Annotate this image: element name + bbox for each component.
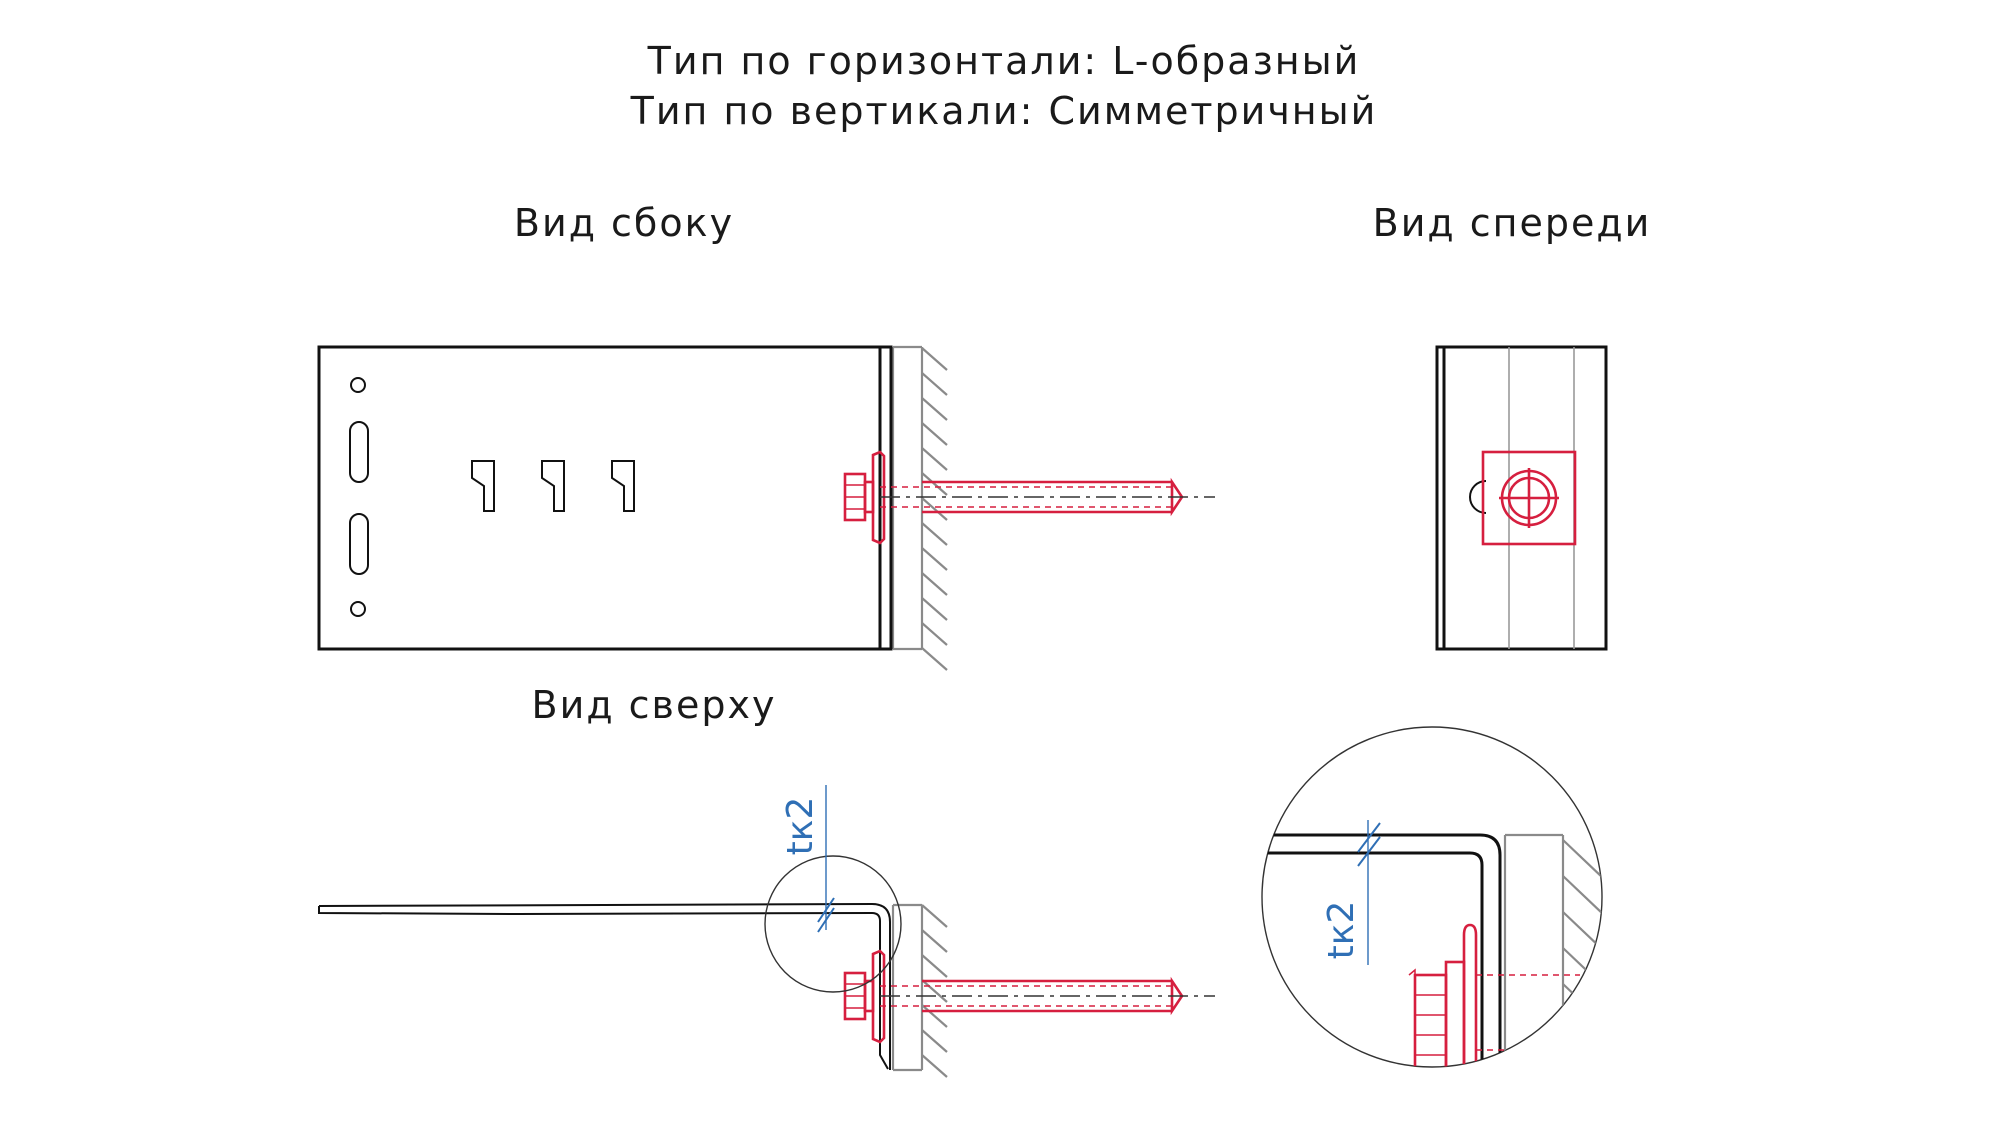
round-hole-top [350, 377, 366, 393]
detail-profile-inner [1265, 851, 1484, 1067]
l-profile-inner [318, 906, 889, 1070]
hatch-line [921, 497, 948, 521]
hatch-line [1562, 875, 1602, 915]
thickness-dimension-detail: tк2 [1321, 820, 1381, 965]
hatch-line [921, 1054, 948, 1078]
hatch-line [1562, 839, 1602, 879]
punched-tab-1 [471, 460, 495, 512]
hatch-line [921, 347, 948, 371]
thickness-dimension-top: tк2 [780, 785, 835, 933]
hatch-line [921, 422, 948, 446]
detail-wall-hatch [1562, 839, 1602, 1067]
detail-washer [1462, 923, 1478, 1067]
side-view-wall [891, 345, 948, 671]
hatch-line [921, 572, 948, 596]
side-view [317, 345, 1215, 671]
top-view-anchor [843, 949, 1215, 1044]
detail-hex-head [1413, 973, 1448, 1067]
hatch-line [921, 597, 948, 621]
detail-profile-outer [1265, 833, 1502, 1067]
detail-reference-circle [764, 855, 902, 993]
detail-circle [1261, 726, 1603, 1068]
hatch-line [921, 904, 948, 928]
hatch-line [921, 622, 948, 646]
hatch-line [921, 954, 948, 978]
hatch-line [921, 447, 948, 471]
slot-hole-upper [349, 421, 369, 483]
anchor-washer-front [1481, 450, 1577, 546]
hatch-line [921, 547, 948, 571]
hatch-line [1562, 1055, 1602, 1067]
punched-tab-3 [611, 460, 635, 512]
round-hole-bottom [350, 601, 366, 617]
front-bracket-outline [1435, 345, 1608, 651]
hatch-line [921, 647, 948, 671]
hatch-line [921, 472, 948, 496]
l-profile-outer [318, 902, 891, 1070]
side-view-wall-hatch [921, 347, 948, 671]
slot-hole-lower [349, 513, 369, 575]
hatch-line [1562, 983, 1602, 1023]
top-view-title: Вид сверху [532, 683, 777, 727]
front-view-title: Вид спереди [1373, 201, 1652, 245]
hatch-line [921, 397, 948, 421]
front-slot-edge [1469, 480, 1487, 514]
hatch-line [921, 979, 948, 1003]
header-horizontal-type: Тип по горизонтали: L-образный [647, 39, 1361, 83]
bracket-plate [317, 345, 893, 651]
anchor-washer [871, 450, 886, 545]
detail-view: tк2 [1261, 726, 1603, 1068]
detail-anchor [1408, 923, 1580, 1067]
header-vertical-type: Тип по вертикали: Симметричный [630, 89, 1378, 133]
top-view-wall-hatch [921, 904, 948, 1078]
hatch-line [921, 1029, 948, 1053]
hatch-line [1562, 911, 1602, 951]
hatch-line [921, 929, 948, 953]
front-view [1435, 345, 1608, 651]
thickness-label-top: tк2 [780, 797, 821, 856]
punched-tab-2 [541, 460, 565, 512]
thickness-label-detail: tк2 [1321, 901, 1362, 960]
top-view: tк2 [318, 785, 1215, 1078]
hatch-line [1562, 947, 1602, 987]
hatch-line [921, 372, 948, 396]
side-view-anchor [843, 450, 1215, 545]
hatch-line [921, 522, 948, 546]
hatch-line [921, 1004, 948, 1028]
hatch-line [1562, 1019, 1602, 1059]
side-view-title: Вид сбоку [514, 201, 734, 245]
